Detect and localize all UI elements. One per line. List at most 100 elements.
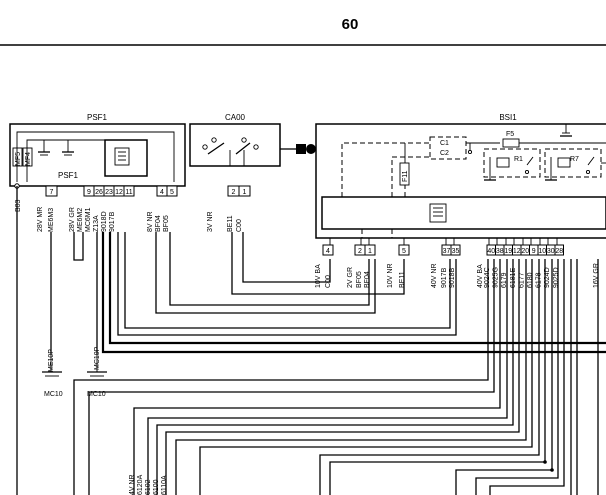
psf1-g2-pin-number: 23 — [105, 189, 113, 196]
bsi1-g5-pin-number: 30 — [547, 248, 555, 255]
bsi1-g4-pin-number: 37 — [443, 248, 451, 255]
bsi1-g2-voltage-label: 2V GR — [347, 267, 354, 288]
bottom-wire-label: 6110A — [161, 475, 168, 495]
bottom-wire-label: 6100 — [153, 479, 160, 495]
bsi1-g4-voltage-label: 40V NR — [431, 263, 438, 288]
me10p-label: ME10P — [48, 349, 55, 372]
bsi1-g5-pin-number: 9 — [532, 248, 536, 255]
harness-wires — [16, 186, 606, 495]
psf1-g3-pin-number: 5 — [170, 189, 174, 196]
bsi1-g5-pin-number: 28 — [555, 248, 563, 255]
bsi1-g4-wire-label: 9018B — [449, 267, 456, 288]
mf4-label: MF4 — [25, 152, 32, 166]
bsi1-g4-pin — [450, 244, 461, 256]
psf1-g2-wire-label: MC6M1 — [85, 207, 92, 232]
bsi1-g1-pin — [322, 244, 334, 256]
bsi1-label: BSI1 — [499, 113, 517, 122]
bottom-wire-label: 6102 — [145, 479, 152, 495]
bsi1-g2-pin-number: 2 — [358, 248, 362, 255]
f11-label: F11 — [402, 170, 409, 182]
psf1-g1-wire-label: ME6M3 — [48, 208, 55, 232]
psf1-g2-wire-label: 9017B — [109, 211, 116, 232]
r7-label: R7 — [570, 156, 579, 163]
psf1-inner-label: PSF1 — [58, 171, 79, 180]
psf1-label: PSF1 — [87, 113, 108, 122]
bsi1-g5-pin-number: 40 — [487, 248, 495, 255]
bsi1-g5-wire-label: 6180 — [527, 272, 534, 288]
psf1-g2-wire-label: 9018D — [101, 211, 108, 232]
psf1-g3-pin-number: 4 — [160, 189, 164, 196]
psf1-g3-wire-label: BF05 — [163, 215, 170, 232]
ca00-label: CA00 — [225, 113, 246, 122]
psf1-g2-pin-number: 11 — [125, 189, 132, 196]
bsi1-g5-pin-number: 19 — [504, 248, 512, 255]
psf1-g1-pin — [45, 185, 58, 197]
psf1-g2-wire-label: Z13A — [93, 215, 100, 232]
psf1-g2-pin — [123, 185, 135, 197]
psf1-g2-pin-number: 12 — [115, 189, 123, 196]
bottom-voltage-label: 4V NR — [129, 474, 136, 495]
bsi1-g5-wire-label: 9025G — [493, 267, 500, 288]
ca00-wire-label: C00 — [236, 219, 243, 232]
bsi1-g2-wire-label: BF04 — [364, 271, 371, 288]
bsi1-g5-pin-number: 12 — [513, 248, 521, 255]
bsi1-g5-wire-label: 9025D — [553, 267, 560, 288]
psf1-g1-group: 28V MR ME6M3 7 — [37, 185, 58, 232]
bsi1-g3-pin-number: 5 — [402, 248, 406, 255]
ca00-pin-number: 2 — [232, 189, 236, 196]
bsi1-g4-wire-label: 9017B — [441, 267, 448, 288]
c2-label: C2 — [440, 150, 449, 157]
r1-label: R1 — [514, 156, 523, 163]
bsi1-g5-pin-number: 38 — [496, 248, 504, 255]
ca00-voltage-label: 3V NR — [207, 211, 214, 232]
bsi1-g4-pin-number: 35 — [452, 248, 460, 255]
bottom-wire-label: 6120A — [137, 474, 144, 495]
bsi1-g5-wire-label: 9024D — [544, 267, 551, 288]
f5-label: F5 — [506, 131, 514, 138]
bsi1-g5-wire-label: 6179 — [501, 272, 508, 288]
bsi1-g5-pin-number: 20 — [521, 248, 529, 255]
b03-label: B03 — [15, 199, 22, 212]
bsi1-g5-pin — [554, 244, 564, 256]
psf1-g3-voltage-label: 8V NR — [147, 211, 154, 232]
mc10-a-label: MC10 — [44, 391, 63, 398]
psf1-g3-pin — [166, 185, 178, 197]
psf1-g2-voltage-label: 28V GR — [69, 207, 76, 232]
mc10-b-label: MC10 — [87, 391, 106, 398]
psf1-g2-pin-number: 26 — [95, 189, 103, 196]
bsi1-g2-wire-label: BF05 — [356, 271, 363, 288]
ground-points: ME10P MC10P MC10 MC10 — [42, 346, 107, 398]
bsi1-g5-wire-label: 6177 — [518, 272, 525, 288]
page-number: 60 — [342, 16, 359, 33]
psf1-g2-wire-label: ME6M2 — [77, 208, 84, 232]
bsi1-g1-voltage-label: 10V BA — [315, 264, 322, 288]
mc10p-label: MC10P — [94, 346, 101, 370]
ca00-switch: CA00 — [189, 113, 316, 167]
bsi1-g2-pin — [364, 244, 376, 256]
psf1-g1-pin-number: 7 — [50, 189, 54, 196]
bsi1-g2-pin-number: 1 — [368, 248, 372, 255]
ignition-key-icon — [296, 144, 306, 154]
psf1-g1-voltage-label: 28V MR — [37, 207, 44, 232]
bsi1-g3-wire-label: BE11 — [399, 271, 406, 288]
bsi1-g3-group: 10V NR BE11 5 — [387, 244, 410, 288]
bsi1-g1-pin-number: 4 — [326, 248, 330, 255]
bsi1-g3-voltage-label: 10V NR — [387, 263, 394, 288]
psf1-g2-pin-number: 9 — [87, 189, 91, 196]
bsi1-module: BSI1 F11 C1 C2 F5 R1 — [315, 113, 606, 239]
bsi1-g6-voltage-label: 16V GR — [593, 263, 600, 288]
mf5-label: MF5 — [15, 152, 22, 166]
c1-label: C1 — [440, 140, 449, 147]
psf1-module: PSF1 MF5 MF4 PSF1 B03 — [9, 113, 186, 212]
bsi1-g5-voltage-label: 40V BA — [477, 264, 484, 288]
